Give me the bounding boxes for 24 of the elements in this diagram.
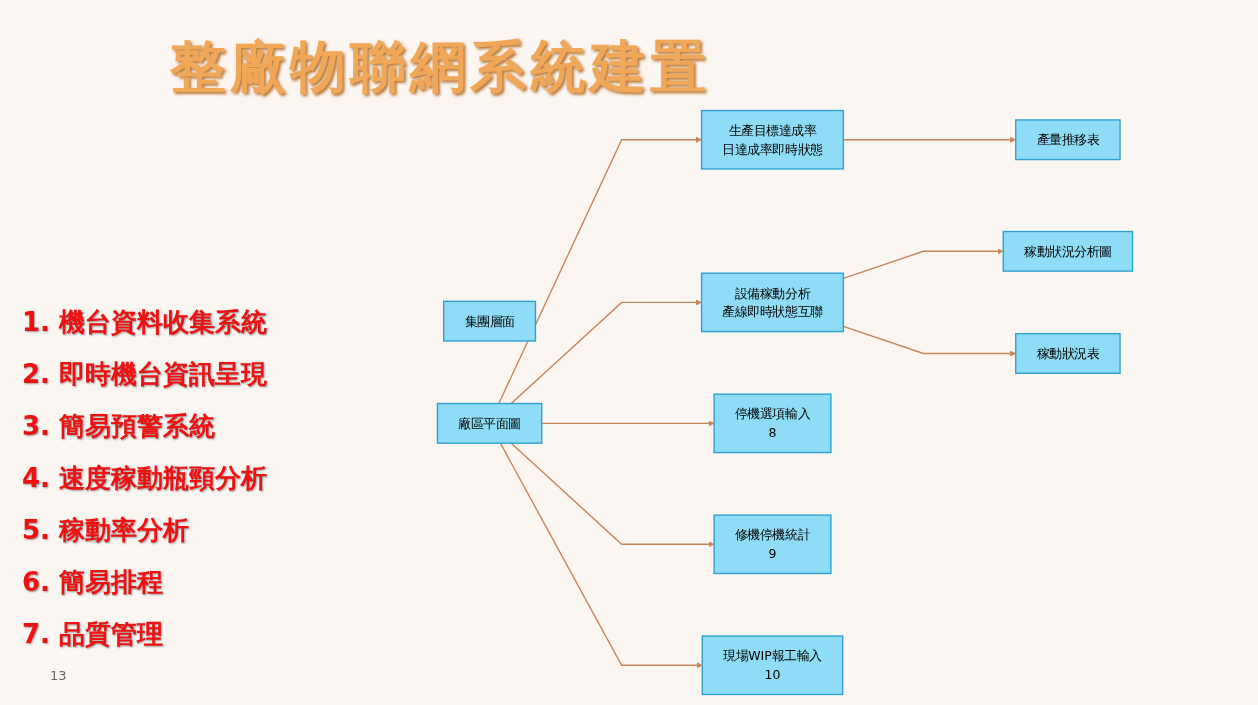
arrow [498, 136, 702, 405]
feature-list-item: 1. 機台資料收集系統 [22, 306, 269, 339]
node-box: 修機停機統計 9 [713, 514, 832, 575]
arrow [510, 442, 715, 548]
node-box: 產量推移表 [1015, 119, 1121, 161]
feature-list-item: 3. 簡易預警系統 [22, 410, 217, 443]
node-box: 設備稼動分析 產線即時狀態互聯 [700, 272, 845, 333]
node-box: 停機選項輸入 8 [713, 393, 832, 454]
feature-list-item: 4. 速度稼動瓶頸分析 [22, 462, 269, 495]
slide-title: 整廠物聯網系統建置 [170, 33, 710, 101]
arrow [541, 420, 715, 427]
node-box: 廠區平面圖 [436, 402, 543, 444]
node-box: 稼動狀況表 [1015, 333, 1121, 374]
arrow [499, 442, 703, 669]
node-box: 集團層面 [443, 300, 537, 342]
feature-list-item: 6. 簡易排程 [22, 566, 165, 599]
node-box: 稼動狀況分析圖 [1002, 230, 1134, 272]
feature-list-item: 5. 稼動率分析 [22, 514, 191, 547]
feature-list-item: 2. 即時機台資訊呈現 [22, 358, 269, 391]
node-box: 生產目標達成率 日達成率即時狀態 [700, 109, 845, 170]
node-box: 現場WIP報工輸入 10 [701, 635, 844, 696]
page-number: 13 [50, 668, 67, 683]
arrow [510, 299, 702, 405]
feature-list-item: 7. 品質管理 [22, 618, 165, 651]
